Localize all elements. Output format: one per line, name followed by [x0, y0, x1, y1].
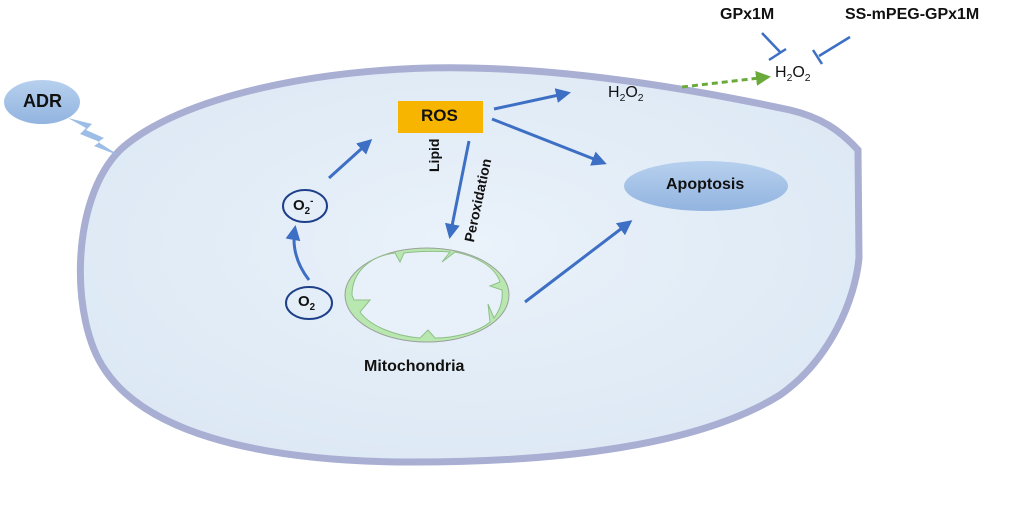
- mitochondria-label: Mitochondria: [364, 358, 465, 375]
- adr-label: ADR: [23, 91, 62, 111]
- h2o2-outside-label: H2O2: [775, 64, 811, 85]
- gpx1m-label: GPx1M: [720, 6, 775, 23]
- o2-radical-label: O2-: [293, 196, 314, 217]
- o2-ring: [285, 286, 333, 320]
- h2o2-inside-label: H2O2: [608, 84, 644, 105]
- arrow-o2radical-to-ros: [327, 138, 373, 180]
- arrow-o2-to-o2radical: [285, 225, 311, 281]
- ros-label: ROS: [421, 106, 458, 125]
- lipid-label: Lipid: [426, 138, 442, 172]
- arrow-ros-to-h2o2: [493, 88, 571, 111]
- apoptosis-ellipse: [624, 161, 788, 211]
- arrow-h2o2-efflux: [681, 70, 771, 89]
- arrow-ros-to-mitochondria: [444, 140, 471, 239]
- o2-label: O2: [298, 293, 316, 313]
- apoptosis-label: Apoptosis: [666, 176, 745, 193]
- ros-box: [398, 101, 483, 133]
- lightning-icon: [68, 118, 120, 156]
- adr-bubble: [4, 80, 80, 124]
- mitochondria-icon: [344, 247, 510, 343]
- arrow-mitochondria-to-apoptosis: [524, 220, 633, 304]
- o2-radical-ring: [282, 189, 328, 223]
- arrow-ros-to-apoptosis: [491, 117, 607, 166]
- ss-mpeg-gpx1m-inhibition-icon: [811, 35, 851, 65]
- gpx1m-inhibition-icon: [761, 32, 787, 62]
- ss-mpeg-gpx1m-label: SS-mPEG-GPx1M: [845, 6, 980, 23]
